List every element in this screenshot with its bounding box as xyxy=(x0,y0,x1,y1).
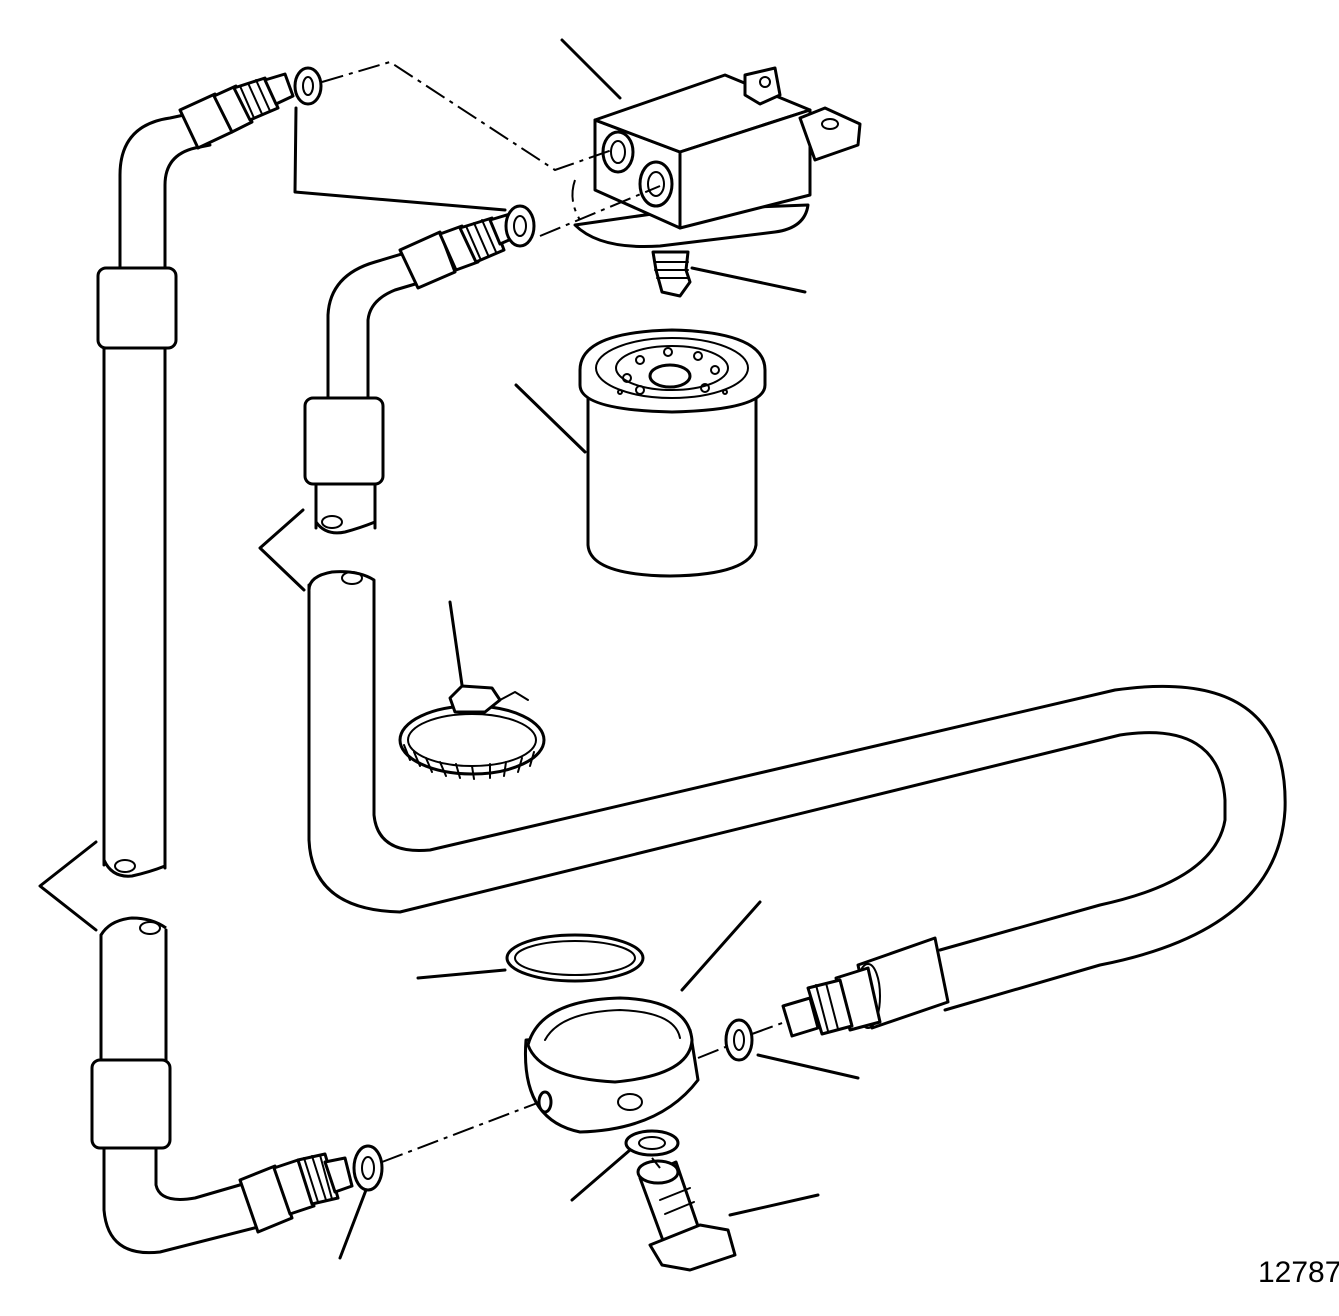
drain-plug xyxy=(638,1161,735,1270)
hose-clamp xyxy=(400,686,544,779)
o-ring-lower-left xyxy=(354,1146,382,1190)
left-lower-fitting xyxy=(240,1154,352,1232)
o-ring-upper-middle xyxy=(506,206,534,246)
o-ring-right-fitting xyxy=(726,1020,752,1060)
middle-upper-fitting xyxy=(400,214,518,288)
mounting-ear-right xyxy=(800,108,860,160)
leader-lines xyxy=(40,40,858,1258)
large-o-ring xyxy=(507,935,643,981)
left-hose-upper xyxy=(98,112,210,876)
oil-filter-cartridge xyxy=(580,330,765,576)
o-ring-upper-left xyxy=(295,68,321,104)
washer-drain-plug xyxy=(626,1131,678,1155)
assembly-dash-lines xyxy=(322,62,785,1168)
left-hose-lower-ferrule xyxy=(92,1060,170,1148)
left-hose-lower xyxy=(92,918,262,1253)
figure-number: 12787 xyxy=(1258,1256,1339,1289)
loop-hose-end-fitting xyxy=(783,938,948,1036)
long-loop-hose xyxy=(309,572,1285,1010)
middle-hose-upper xyxy=(305,250,422,533)
left-upper-fitting xyxy=(180,74,293,148)
middle-hose-ferrule xyxy=(305,398,383,484)
left-hose-upper-ferrule xyxy=(98,268,176,348)
filter-adapter xyxy=(575,68,860,296)
lower-adapter xyxy=(525,998,698,1132)
center-stud xyxy=(653,252,690,296)
